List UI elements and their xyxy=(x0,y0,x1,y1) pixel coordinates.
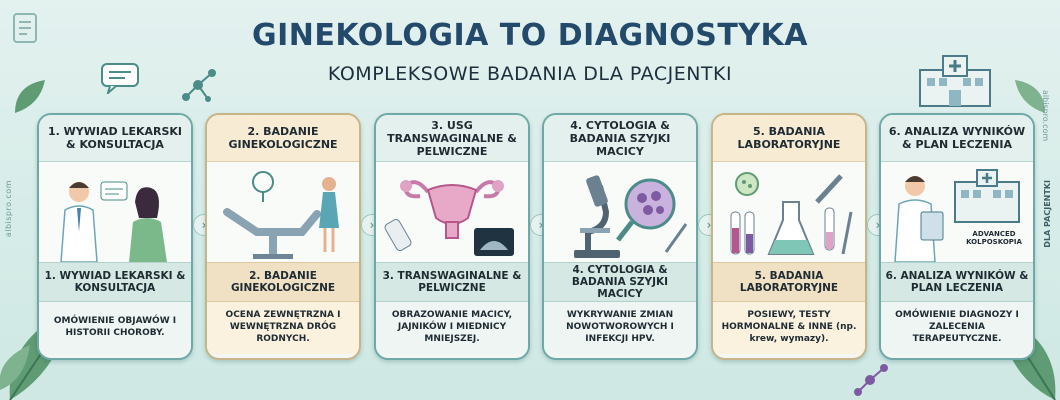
lab-tubes-illustration xyxy=(713,162,865,262)
card-title: 5. BADANIA LABORATORYJNE xyxy=(713,115,865,162)
card-title: 2. BADANIE GINEKOLOGICZNE xyxy=(207,115,359,162)
watermark-right-side: DLA PACJENTKI xyxy=(1043,180,1052,248)
card-subtitle: 4. CYTOLOGIA & BADANIA SZYJKI MACICY xyxy=(544,262,696,302)
step-card-4: 4. CYTOLOGIA & BADANIA SZYJKI MACICY 4. … xyxy=(542,113,698,360)
molecule-icon xyxy=(182,69,216,102)
doctor-consultation-illustration xyxy=(39,162,191,262)
clipboard-icon xyxy=(13,13,37,43)
card-description: OCENA ZEWNĘTRZNA I WEWNĘTRZNA DRÓG RODNY… xyxy=(207,302,359,354)
watermark-right-top: albispro.com xyxy=(1041,90,1050,142)
card-title: 3. USG TRANSWAGINALNE & PELWICZNE xyxy=(376,115,528,162)
card-subtitle: 2. BADANIE GINEKOLOGICZNE xyxy=(207,262,359,302)
ultrasound-illustration xyxy=(376,162,528,262)
page-subtitle: KOMPLEKSOWE BADANIA DLA PACJENTKI xyxy=(327,63,733,85)
exam-chair-illustration xyxy=(207,162,359,262)
leaf-decoration-left-top xyxy=(15,80,45,113)
step-card-3: 3. USG TRANSWAGINALNE & PELWICZNE 3. TRA… xyxy=(374,113,530,360)
step-card-1: 1. WYWIAD LEKARSKI & KONSULTACJA 1. WYWI… xyxy=(37,113,193,360)
card-subtitle: 5. BADANIA LABORATORYJNE xyxy=(713,262,865,302)
card-subtitle: 6. ANALIZA WYNIKÓW & PLAN LECZENIA xyxy=(881,262,1033,302)
card-description: OMÓWIENIE OBJAWÓW I HISTORII CHOROBY. xyxy=(39,302,191,354)
step-card-5: 5. BADANIA LABORATORYJNE 5. BADANIA LABO… xyxy=(711,113,867,360)
page-title: GINEKOLOGIA TO DIAGNOSTYKA xyxy=(252,18,808,53)
leaf-decoration-right-top xyxy=(1015,80,1045,113)
card-description: OBRAZOWANIE MACICY, JAJNIKÓW I MIEDNICY … xyxy=(376,302,528,354)
step-card-6: 6. ANALIZA WYNIKÓW & PLAN LECZENIA ADVAN… xyxy=(879,113,1035,360)
advanced-badge: ADVANCED KOLPOSKOPIA xyxy=(966,230,1022,247)
hospital-icon xyxy=(919,55,991,107)
doctor-results-illustration: ADVANCED KOLPOSKOPIA xyxy=(881,162,1033,262)
microscope-illustration xyxy=(544,162,696,262)
card-description: POSIEWY, TESTY HORMONALNE & INNE (np. kr… xyxy=(713,302,865,354)
card-description: WYKRYWANIE ZMIAN NOWOTWOROWYCH I INFEKCJ… xyxy=(544,302,696,354)
step-card-2: 2. BADANIE GINEKOLOGICZNE 2. BADANIE GIN… xyxy=(205,113,361,360)
card-subtitle: 1. WYWIAD LEKARSKI & KONSULTACJA xyxy=(39,262,191,302)
card-subtitle: 3. TRANSWAGINALNE & PELWICZNE xyxy=(376,262,528,302)
molecule-icon-bottom xyxy=(854,364,888,396)
card-title: 4. CYTOLOGIA & BADANIA SZYJKI MACICY xyxy=(544,115,696,162)
card-description: OMÓWIENIE DIAGNOZY I ZALECENIA TERAPEUTY… xyxy=(881,302,1033,354)
chat-bubble-icon xyxy=(101,63,139,94)
card-title: 1. WYWIAD LEKARSKI & KONSULTACJA xyxy=(39,115,191,162)
card-title: 6. ANALIZA WYNIKÓW & PLAN LECZENIA xyxy=(881,115,1033,162)
watermark-left: albispro.com xyxy=(4,180,13,238)
